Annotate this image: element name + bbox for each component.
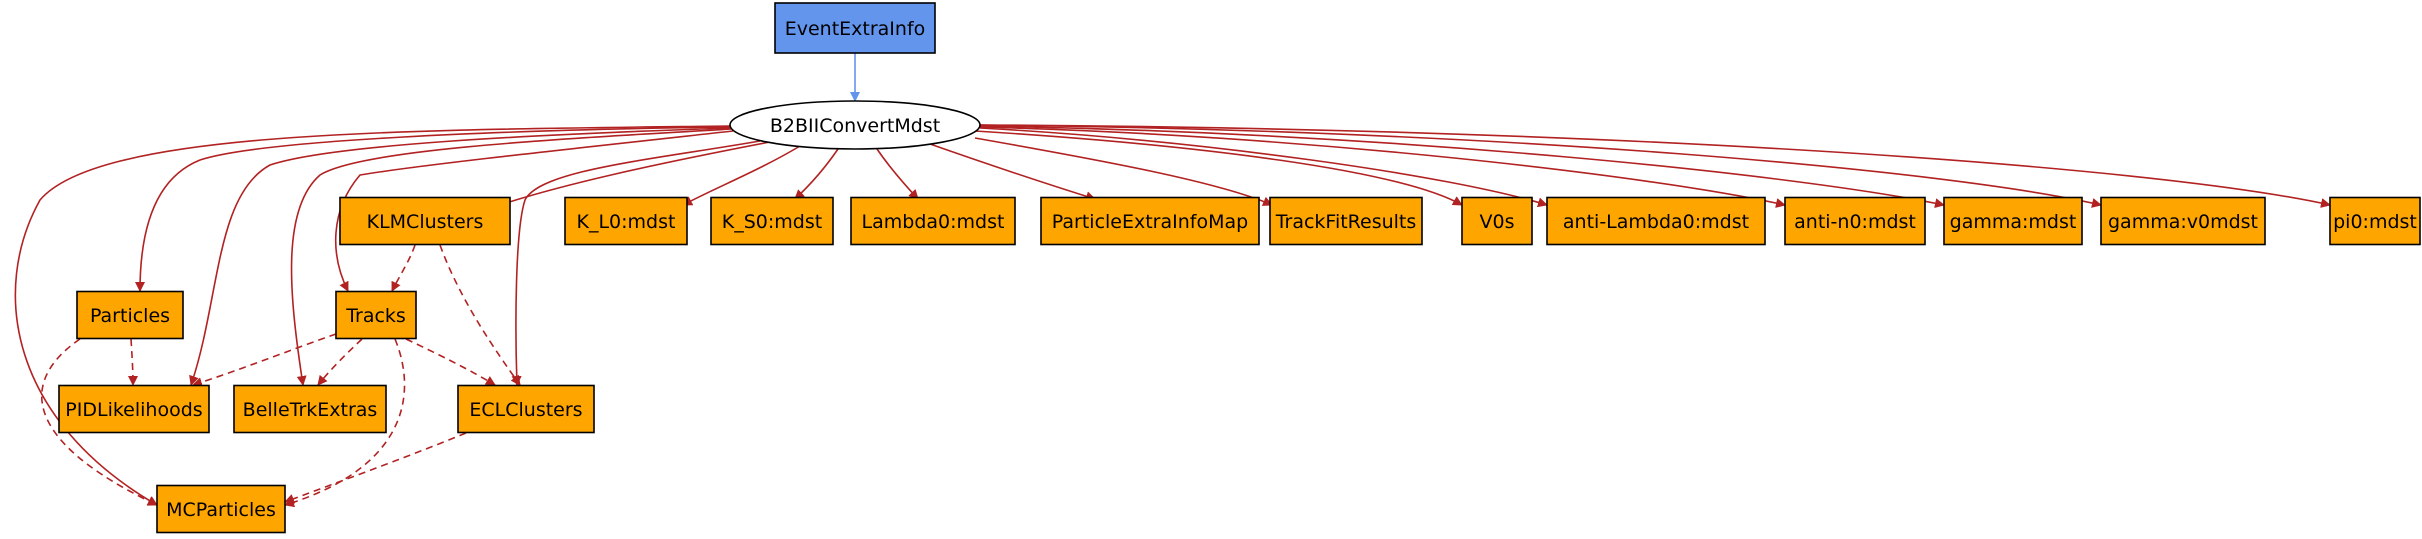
node-K_S0: K_S0:mdst [710, 196, 834, 246]
edge-B2BIIConvertMdst-to-gamma [979, 125, 1945, 209]
node-label: KLMClusters [367, 211, 484, 233]
node-shape [2329, 196, 2421, 246]
edge-B2BIIConvertMdst-to-Particles [135, 126, 731, 292]
node-shape [335, 290, 417, 340]
edge-Tracks-to-BelleTrkExtras [317, 338, 363, 386]
node-label: PIDLikelihoods [65, 399, 202, 421]
node-shape [1784, 196, 1926, 246]
node-shape [233, 384, 387, 434]
edge-B2BIIConvertMdst-to-K_S0 [794, 148, 839, 200]
edge-Tracks-to-PIDLikelihoods [192, 333, 337, 388]
node-shape [564, 196, 688, 246]
edge-B2BIIConvertMdst-to-V0s [974, 130, 1463, 206]
node-V0s: V0s [1461, 196, 1533, 246]
edge-Tracks-to-ECLClusters [405, 338, 496, 386]
node-antin0: anti-n0:mdst [1784, 196, 1926, 246]
node-antiLambda0: anti-Lambda0:mdst [1546, 196, 1766, 246]
edge-B2BIIConvertMdst-to-ECLClusters [511, 140, 761, 386]
edge-B2BIIConvertMdst-to-ParticleExtraInfoMap [929, 143, 1096, 202]
node-label: TrackFitResults [1275, 211, 1417, 233]
node-MCParticles: MCParticles [156, 484, 286, 534]
node-label: gamma:v0mdst [2108, 211, 2258, 233]
node-label: ParticleExtraInfoMap [1052, 211, 1248, 233]
edge-B2BIIConvertMdst-to-Lambda0 [876, 148, 919, 200]
edge-B2BIIConvertMdst-to-MCParticles [14, 125, 731, 506]
node-label: MCParticles [166, 499, 276, 521]
node-gamma: gamma:mdst [1943, 196, 2083, 246]
node-K_L0: K_L0:mdst [564, 196, 688, 246]
node-shape [729, 100, 981, 150]
node-label: BelleTrkExtras [243, 399, 378, 421]
edge-ECLClusters-to-MCParticles [284, 432, 467, 504]
node-shape [1269, 196, 1423, 246]
edge-B2BIIConvertMdst-to-PIDLikelihoods [189, 127, 731, 386]
edge-Tracks-to-MCParticles [284, 338, 406, 508]
node-Particles: Particles [76, 290, 184, 340]
edge-B2BIIConvertMdst-to-K_L0 [682, 145, 801, 206]
edge-B2BIIConvertMdst-to-BelleTrkExtras [290, 128, 732, 386]
edge-KLMClusters-to-ECLClusters [439, 244, 521, 386]
node-shape [1546, 196, 1766, 246]
node-label: Lambda0:mdst [862, 211, 1005, 233]
node-TrackFitResults: TrackFitResults [1269, 196, 1423, 246]
node-label: anti-n0:mdst [1794, 211, 1916, 233]
edge-B2BIIConvertMdst-to-antiLambda0 [979, 127, 1548, 208]
node-label: K_L0:mdst [577, 211, 676, 233]
node-B2BIIConvertMdst: B2BIIConvertMdst [729, 100, 981, 150]
node-label: K_S0:mdst [722, 211, 822, 233]
node-EventExtraInfo: EventExtraInfo [774, 2, 936, 54]
node-shape [710, 196, 834, 246]
node-label: Tracks [345, 305, 406, 327]
node-pi0: pi0:mdst [2329, 196, 2421, 246]
node-label: pi0:mdst [2333, 211, 2417, 233]
node-gammav0: gamma:v0mdst [2100, 196, 2266, 246]
edge-Particles-to-PIDLikelihoods [127, 338, 138, 386]
node-BelleTrkExtras: BelleTrkExtras [233, 384, 387, 434]
node-label: EventExtraInfo [785, 18, 926, 40]
node-label: gamma:mdst [1950, 211, 2077, 233]
node-label: Particles [90, 305, 170, 327]
node-label: ECLClusters [469, 399, 582, 421]
node-PIDLikelihoods: PIDLikelihoods [58, 384, 210, 434]
node-shape [1040, 196, 1260, 246]
nodes: EventExtraInfoB2BIIConvertMdstKLMCluster… [58, 2, 2421, 534]
node-ParticleExtraInfoMap: ParticleExtraInfoMap [1040, 196, 1260, 246]
node-shape [850, 196, 1016, 246]
node-label: B2BIIConvertMdst [770, 115, 940, 137]
node-shape [457, 384, 595, 434]
node-shape [156, 484, 286, 534]
edge-B2BIIConvertMdst-to-Tracks [334, 130, 734, 292]
node-shape [58, 384, 210, 434]
node-label: anti-Lambda0:mdst [1563, 211, 1749, 233]
edges [14, 53, 2331, 508]
node-shape [774, 2, 936, 54]
edge-B2BIIConvertMdst-to-TrackFitResults [974, 137, 1273, 206]
edge-B2BIIConvertMdst-to-antin0 [979, 126, 1786, 208]
node-shape [1943, 196, 2083, 246]
edge-B2BIIConvertMdst-to-pi0 [979, 124, 2331, 208]
node-shape [339, 196, 511, 246]
edge-B2BIIConvertMdst-to-KLMClusters [496, 141, 771, 208]
edge-B2BIIConvertMdst-to-gammav0 [979, 124, 2102, 208]
node-shape [1461, 196, 1533, 246]
node-ECLClusters: ECLClusters [457, 384, 595, 434]
node-label: V0s [1480, 211, 1515, 233]
node-Lambda0: Lambda0:mdst [850, 196, 1016, 246]
node-shape [76, 290, 184, 340]
node-shape [2100, 196, 2266, 246]
node-KLMClusters: KLMClusters [339, 196, 511, 246]
edge-KLMClusters-to-Tracks [391, 244, 416, 292]
edge-Particles-to-MCParticles [40, 338, 158, 506]
node-Tracks: Tracks [335, 290, 417, 340]
